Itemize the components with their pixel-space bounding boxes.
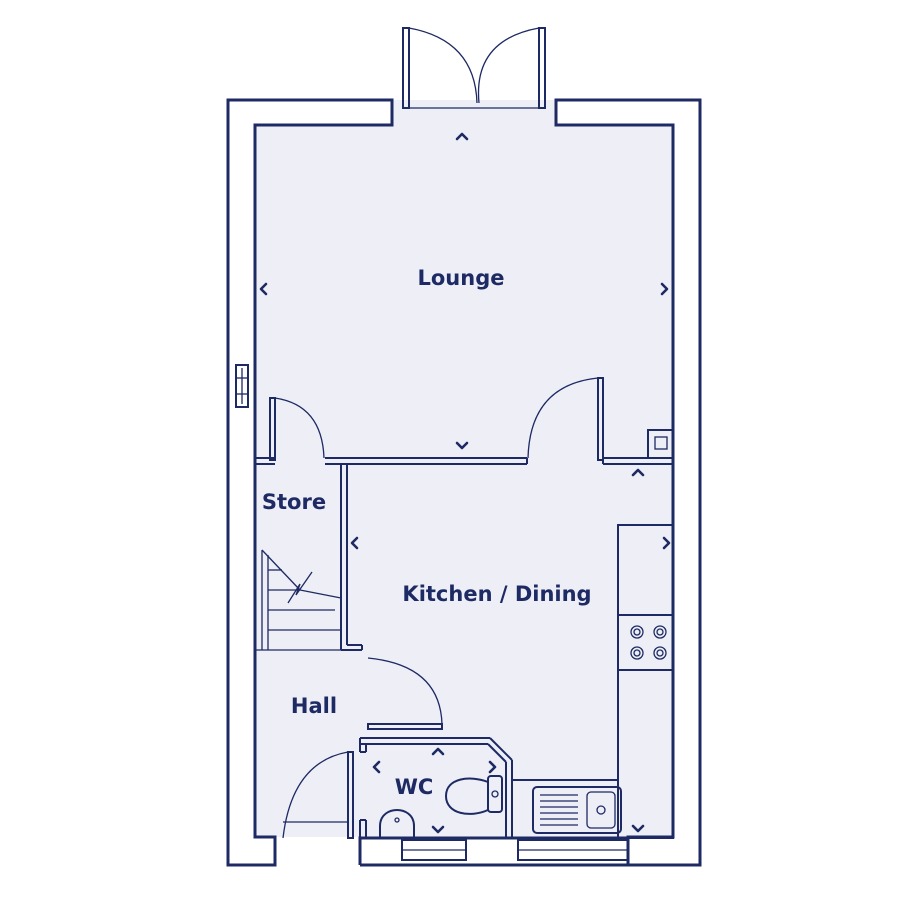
hob-icon [630,625,667,660]
room-label-kitchen-dining: Kitchen / Dining [402,582,591,606]
basin-icon [379,808,415,838]
sink-icon [532,786,622,834]
staircase-icon [255,549,342,651]
side-window-icon [235,364,249,408]
dimension-arrow-icon [259,132,671,834]
door-swing-icon [269,377,604,839]
wc-walls [359,737,513,838]
patio-doors [402,27,546,109]
room-label-lounge: Lounge [418,266,505,290]
toilet-icon [444,775,503,815]
room-label-wc: WC [395,775,434,799]
window-icon [401,839,629,861]
room-label-hall: Hall [291,694,337,718]
floor-fill [255,100,673,837]
internal-walls [255,429,674,651]
room-label-store: Store [262,490,326,514]
kitchen-units [511,524,674,839]
